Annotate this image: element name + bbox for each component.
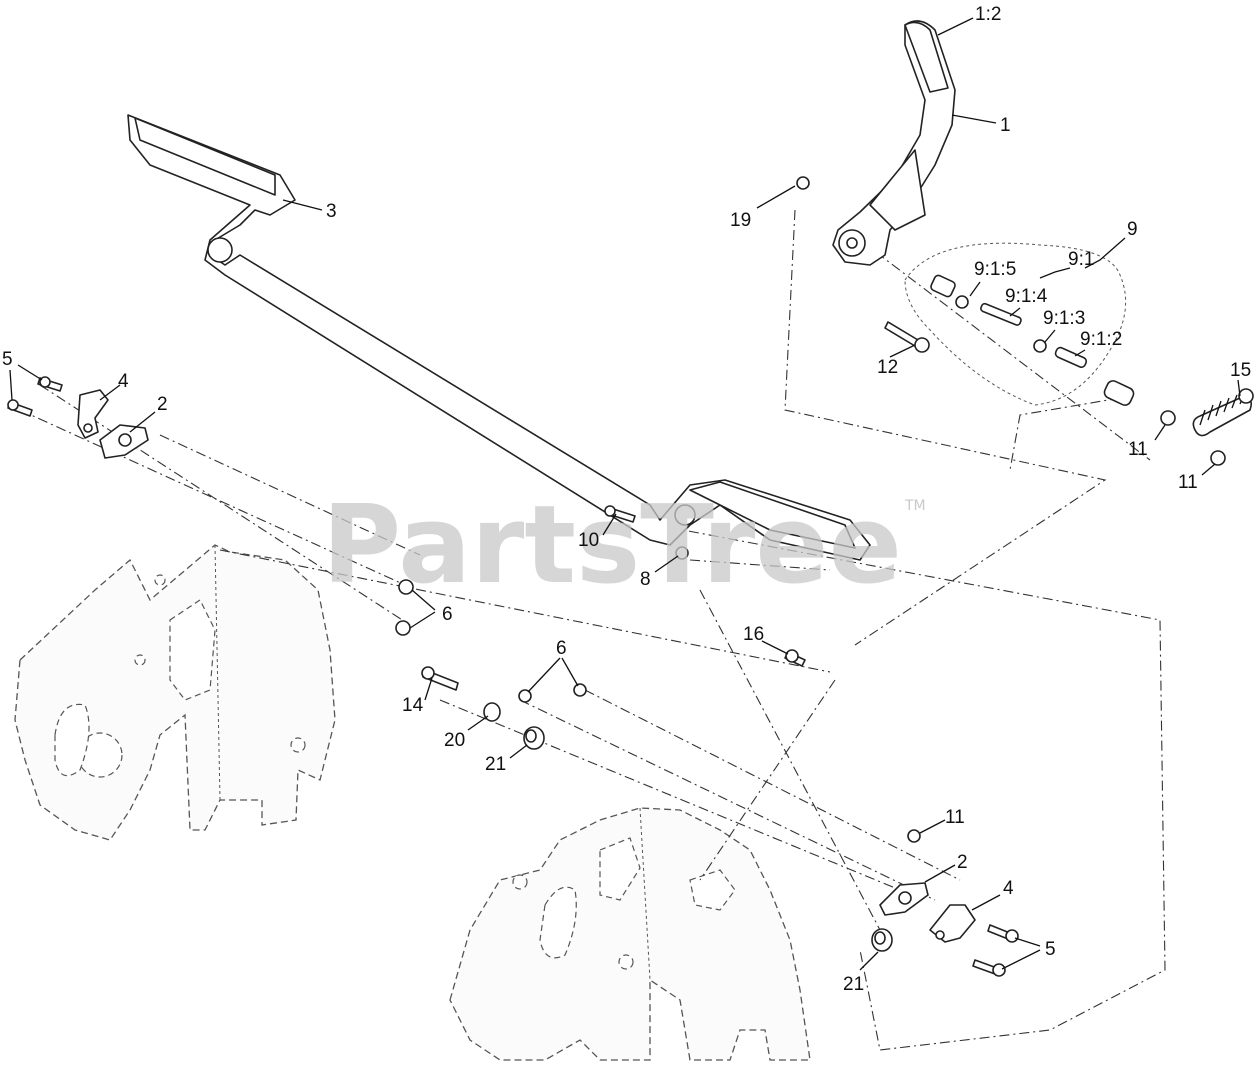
part-9-boundary — [904, 242, 1127, 406]
callout-2-a: 2 — [157, 394, 168, 415]
part-3-rod — [127, 114, 871, 561]
watermark-brand: PartsTree — [322, 483, 902, 608]
part-19-nut — [796, 176, 810, 190]
part-11-nut-b — [1210, 450, 1226, 466]
part-15-spring — [1192, 388, 1254, 437]
part-5-bolts-left — [7, 376, 63, 417]
callout-11-a: 11 — [1128, 439, 1148, 460]
callout-19: 19 — [730, 210, 751, 231]
callout-14: 14 — [402, 695, 424, 716]
callout-5-b: 5 — [1045, 939, 1056, 960]
callout-1: 1 — [1000, 115, 1011, 136]
part-21-bushing-b — [871, 928, 893, 952]
callout-9-1-3: 9:1:3 — [1043, 308, 1085, 329]
part-10-bolt — [604, 505, 636, 523]
part-21-bushing-a — [523, 726, 545, 750]
callout-labels: 1:2 1 3 19 9 9:1 9:1:5 9:1:4 9:1:3 9:1:2… — [2, 4, 1251, 995]
part-1-pedal — [832, 20, 956, 266]
callout-10: 10 — [578, 530, 599, 551]
part-16-bolt — [784, 649, 806, 667]
callout-2-b: 2 — [957, 852, 968, 873]
part-11-nut-a — [1160, 410, 1176, 426]
watermark-trademark: TM — [904, 498, 926, 514]
part-12-pin — [884, 321, 930, 353]
part-9-assembly — [930, 274, 1135, 406]
callout-9-1-5: 9:1:5 — [974, 259, 1016, 280]
assembly-lines — [19, 209, 1166, 1051]
callout-11-b: 11 — [1178, 472, 1198, 493]
callout-6-b: 6 — [556, 638, 567, 659]
part-5-bolts-right — [972, 924, 1019, 977]
callout-9: 9 — [1127, 219, 1138, 240]
part-6-bushing-c — [518, 689, 532, 703]
callout-5-a: 5 — [2, 349, 13, 370]
callout-21-b: 21 — [843, 974, 864, 995]
callout-8: 8 — [640, 569, 651, 590]
callout-1-2: 1:2 — [975, 4, 1001, 25]
part-8-nut — [675, 546, 689, 560]
callout-16: 16 — [743, 624, 764, 645]
callout-6-a: 6 — [442, 604, 453, 625]
callout-9-1: 9:1 — [1068, 249, 1094, 270]
part-4-plate-right — [929, 904, 976, 943]
part-2-bracket-right — [879, 882, 929, 916]
callout-4-a: 4 — [118, 371, 129, 392]
part-6-bushing-a — [398, 579, 414, 595]
watermark: PartsTree TM — [322, 483, 926, 608]
part-20-washer — [483, 702, 501, 722]
callout-4-b: 4 — [1003, 878, 1014, 899]
right-frame-panel — [449, 807, 811, 1061]
callout-9-1-2: 9:1:2 — [1080, 329, 1122, 350]
leader-lines — [9, 17, 1241, 971]
part-4-plate-left — [77, 389, 109, 439]
part-14-bolt — [421, 666, 459, 691]
callout-15: 15 — [1230, 360, 1251, 381]
callout-11-c: 11 — [945, 807, 965, 828]
callout-12: 12 — [877, 357, 898, 378]
part-2-bracket-left — [99, 424, 149, 459]
callout-9-1-4: 9:1:4 — [1005, 286, 1048, 307]
left-frame-panel — [14, 544, 336, 841]
callout-20: 20 — [444, 730, 465, 751]
part-6-bushing-b — [395, 620, 411, 636]
part-11-nut-c — [907, 829, 921, 843]
callout-21-a: 21 — [485, 754, 506, 775]
callout-3: 3 — [326, 201, 337, 222]
part-6-bushing-d — [573, 683, 587, 697]
